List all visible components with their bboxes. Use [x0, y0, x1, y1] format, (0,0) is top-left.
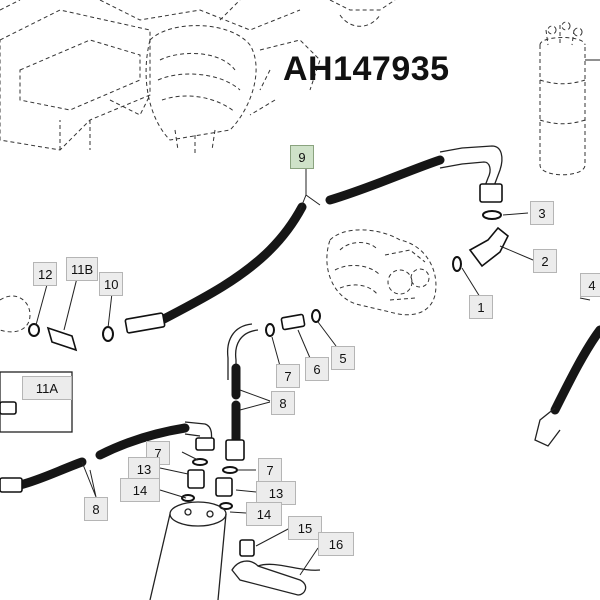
receiver-dryer-lower	[149, 501, 227, 600]
part-number-title: AH147935	[283, 50, 450, 88]
callout-7-upper[interactable]: 7	[276, 364, 300, 388]
compressor-outline	[326, 229, 437, 316]
bracket-16	[231, 539, 321, 596]
callout-7-right[interactable]: 7	[258, 458, 282, 482]
callout-8-vertical[interactable]: 8	[271, 391, 295, 415]
callout-16[interactable]: 16	[318, 532, 354, 556]
callout-2[interactable]: 2	[533, 249, 557, 273]
callout-5[interactable]: 5	[331, 346, 355, 370]
fittings-lower	[181, 458, 238, 510]
hose-8-lower	[0, 421, 215, 493]
callout-11b[interactable]: 11B	[66, 257, 99, 281]
hose-8-vertical	[225, 323, 259, 461]
engine-outline	[0, 0, 396, 155]
callout-9[interactable]: 9	[290, 145, 314, 169]
callout-12[interactable]: 12	[33, 262, 58, 286]
callout-11a[interactable]: 11A	[22, 376, 72, 400]
hose-right	[534, 325, 600, 447]
callout-6[interactable]: 6	[305, 357, 329, 381]
callout-4[interactable]: 4	[580, 273, 600, 297]
callout-15[interactable]: 15	[288, 516, 322, 540]
callout-14-left[interactable]: 14	[120, 478, 160, 502]
hose-9	[124, 145, 503, 334]
fittings-5-6-7	[265, 309, 321, 337]
callout-3[interactable]: 3	[530, 201, 554, 225]
callout-1[interactable]: 1	[469, 295, 493, 319]
left-fittings	[0, 295, 114, 352]
fitting-2-and-ring-3	[452, 210, 510, 272]
callout-8-lower[interactable]: 8	[84, 497, 108, 521]
receiver-dryer-outline	[539, 21, 600, 176]
callout-10[interactable]: 10	[99, 272, 124, 296]
callout-14-right[interactable]: 14	[246, 502, 282, 526]
fitting-11a	[0, 371, 73, 433]
